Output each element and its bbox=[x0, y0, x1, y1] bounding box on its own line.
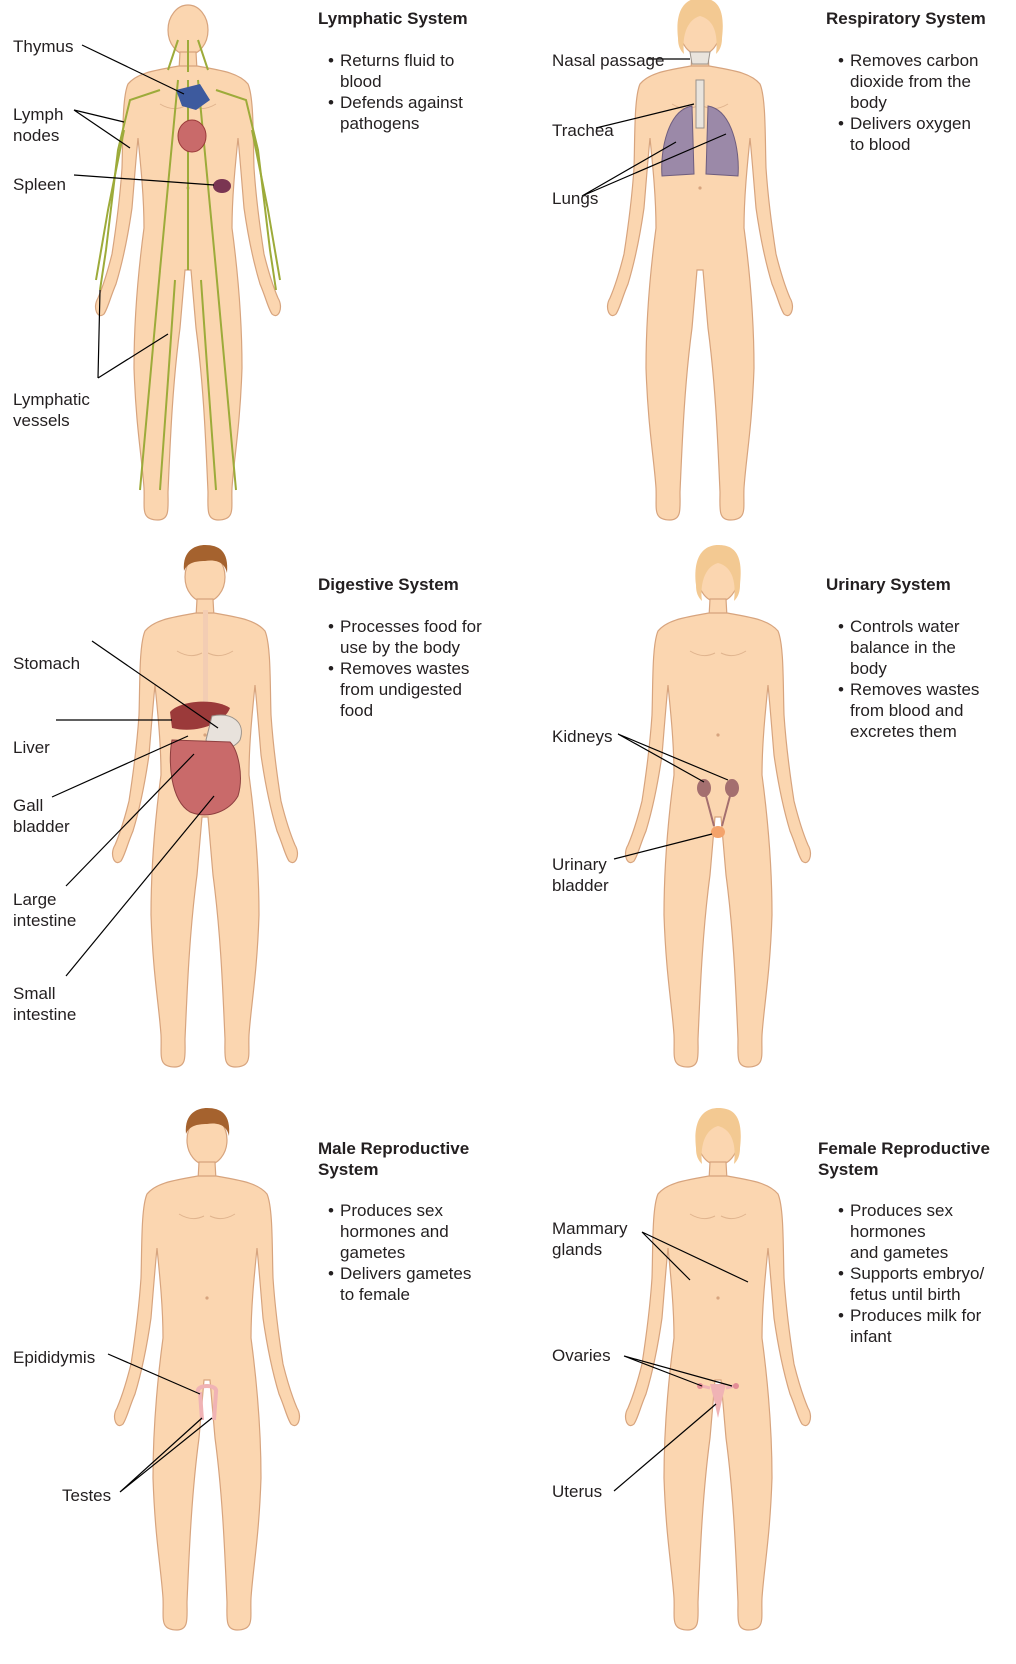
digestive-figure bbox=[52, 545, 297, 1067]
label-gall-bladder: Gall bladder bbox=[13, 795, 70, 837]
female-reproductive-function-3: Produces milk for infant bbox=[836, 1305, 1014, 1347]
trachea-drawing bbox=[696, 80, 704, 128]
label-liver: Liver bbox=[13, 737, 50, 758]
respiratory-title: Respiratory System bbox=[826, 8, 986, 29]
respiratory-function-2: Delivers oxygen to blood bbox=[836, 113, 1011, 155]
label-kidneys: Kidneys bbox=[552, 726, 612, 747]
lymphatic-title: Lymphatic System bbox=[318, 8, 468, 29]
respiratory-functions: Removes carbon dioxide from the body Del… bbox=[836, 50, 1011, 155]
label-epididymis: Epididymis bbox=[13, 1347, 95, 1368]
urinary-title: Urinary System bbox=[826, 574, 951, 595]
label-lungs: Lungs bbox=[552, 188, 598, 209]
female-reproductive-figure bbox=[614, 1108, 810, 1630]
urinary-functions: Controls water balance in the body Remov… bbox=[836, 616, 1011, 742]
label-mammary-glands: Mammary glands bbox=[552, 1218, 628, 1260]
label-uterus: Uterus bbox=[552, 1481, 602, 1502]
respiratory-figure bbox=[582, 0, 792, 520]
respiratory-function-1: Removes carbon dioxide from the body bbox=[836, 50, 1011, 113]
lymphatic-function-2: Defends against pathogens bbox=[326, 92, 506, 134]
male-reproductive-figure bbox=[108, 1108, 299, 1630]
female-reproductive-functions: Produces sex hormones and gametes Suppor… bbox=[836, 1200, 1014, 1347]
label-large-intestine: Large intestine bbox=[13, 889, 76, 931]
lymphatic-figure bbox=[74, 5, 280, 520]
digestive-title: Digestive System bbox=[318, 574, 459, 595]
digestive-functions: Processes food for use by the body Remov… bbox=[326, 616, 516, 721]
lymphatic-function-1: Returns fluid to blood bbox=[326, 50, 506, 92]
male-reproductive-title: Male Reproductive System bbox=[318, 1138, 469, 1180]
label-urinary-bladder: Urinary bladder bbox=[552, 854, 609, 896]
label-thymus: Thymus bbox=[13, 36, 73, 57]
digestive-function-1: Processes food for use by the body bbox=[326, 616, 516, 658]
label-ovaries: Ovaries bbox=[552, 1345, 611, 1366]
male-reproductive-function-1: Produces sex hormones and gametes bbox=[326, 1200, 516, 1263]
female-reproductive-function-2: Supports embryo/ fetus until birth bbox=[836, 1263, 1014, 1305]
nasal-passage-drawing bbox=[690, 52, 710, 64]
digestive-function-2: Removes wastes from undigested food bbox=[326, 658, 516, 721]
label-lymphatic-vessels: Lymphatic vessels bbox=[13, 389, 90, 431]
intestines-drawing bbox=[170, 740, 240, 815]
heart-drawing bbox=[178, 120, 206, 152]
label-testes: Testes bbox=[62, 1485, 111, 1506]
female-reproductive-title: Female Reproductive System bbox=[818, 1138, 990, 1180]
female-reproductive-function-1: Produces sex hormones and gametes bbox=[836, 1200, 1014, 1263]
urinary-bladder-drawing bbox=[711, 826, 725, 838]
urinary-figure bbox=[614, 545, 810, 1067]
esophagus-drawing bbox=[203, 610, 208, 710]
label-spleen: Spleen bbox=[13, 174, 66, 195]
male-reproductive-function-2: Delivers gametes to female bbox=[326, 1263, 516, 1305]
urinary-function-1: Controls water balance in the body bbox=[836, 616, 1011, 679]
label-trachea: Trachea bbox=[552, 120, 614, 141]
urinary-function-2: Removes wastes from blood and excretes t… bbox=[836, 679, 1011, 742]
label-nasal-passage: Nasal passage bbox=[552, 50, 664, 71]
label-stomach: Stomach bbox=[13, 653, 80, 674]
label-lymph-nodes: Lymph nodes bbox=[13, 104, 63, 146]
male-reproductive-functions: Produces sex hormones and gametes Delive… bbox=[326, 1200, 516, 1305]
spleen-drawing bbox=[213, 179, 231, 193]
lymphatic-functions: Returns fluid to blood Defends against p… bbox=[326, 50, 506, 134]
label-small-intestine: Small intestine bbox=[13, 983, 76, 1025]
right-kidney-drawing bbox=[725, 779, 739, 797]
